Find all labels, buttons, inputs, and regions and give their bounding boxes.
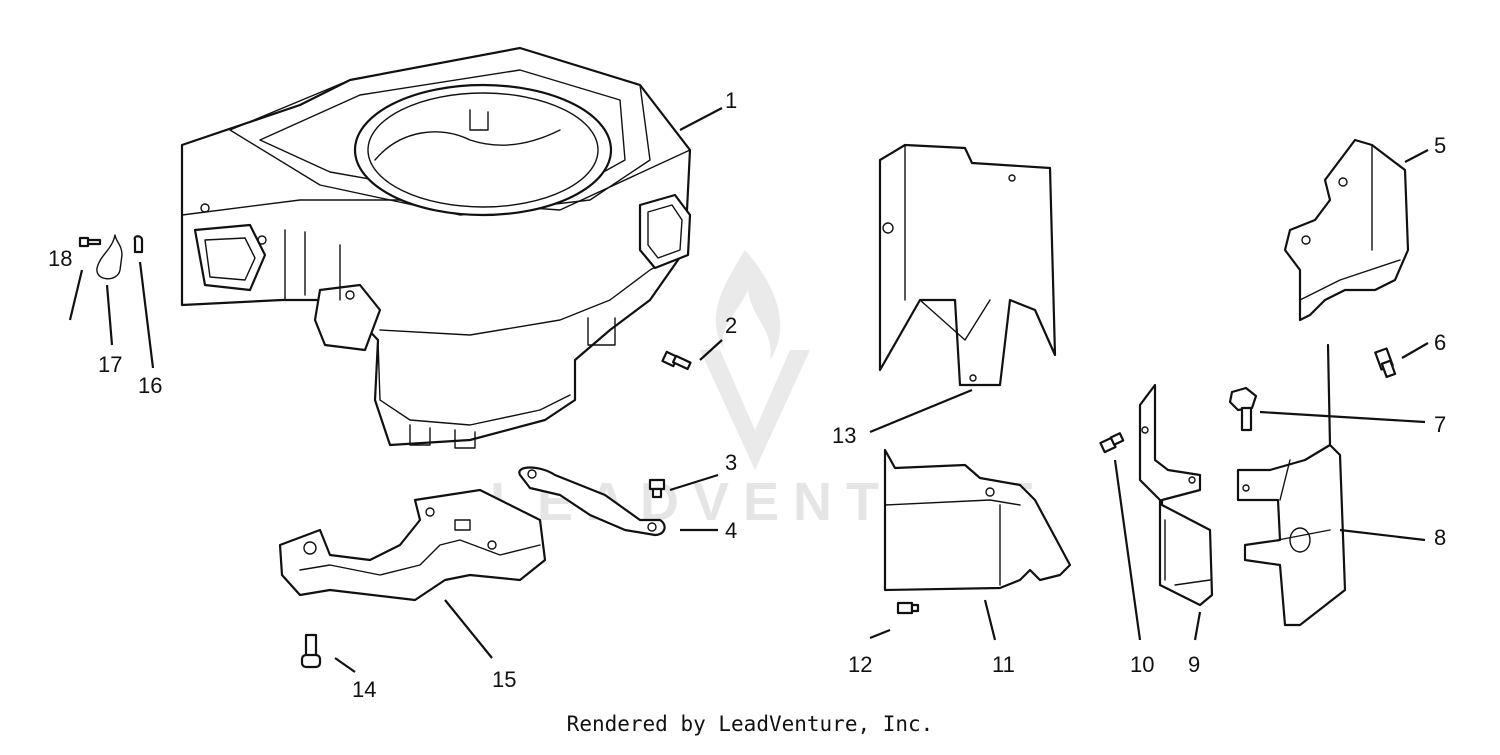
screw-part-2 — [661, 350, 692, 371]
callout-12: 12 — [848, 652, 872, 677]
callout-labels: 1 2 3 4 5 6 7 8 9 10 11 12 13 14 15 16 1… — [48, 88, 1446, 702]
bracket-part-9 — [1138, 383, 1214, 607]
callout-17: 17 — [98, 352, 122, 377]
callout-14: 14 — [352, 677, 376, 702]
shroud-part-11 — [883, 448, 1072, 592]
footer-credit: Rendered by LeadVenture, Inc. — [566, 712, 934, 736]
bracket-part-5 — [1283, 138, 1410, 322]
clip-parts-16-18 — [78, 234, 144, 280]
leader-lines — [68, 107, 1429, 673]
callout-10: 10 — [1130, 652, 1154, 677]
callout-8: 8 — [1434, 525, 1446, 550]
callout-2: 2 — [725, 313, 737, 338]
callout-13: 13 — [832, 423, 856, 448]
screw-part-10 — [1099, 432, 1125, 454]
callout-11: 11 — [992, 652, 1015, 677]
screw-part-3 — [648, 478, 666, 499]
bolt-part-7 — [1228, 386, 1258, 432]
callout-6: 6 — [1434, 330, 1446, 355]
callout-1: 1 — [725, 88, 737, 113]
callout-18: 18 — [48, 246, 72, 271]
callout-5: 5 — [1434, 133, 1446, 158]
bolt-part-14 — [300, 633, 322, 669]
screw-part-12 — [896, 601, 920, 615]
blower-housing — [180, 46, 692, 449]
watermark-logo — [700, 250, 810, 470]
callout-16: 16 — [138, 373, 162, 398]
callout-15: 15 — [492, 667, 516, 692]
callout-4: 4 — [725, 518, 737, 543]
side-plate-part-8 — [1236, 343, 1347, 627]
callout-7: 7 — [1434, 412, 1446, 437]
baffle-part-15 — [278, 488, 547, 602]
bolt-part-6 — [1374, 347, 1397, 379]
strap-part-4 — [518, 466, 666, 537]
callout-3: 3 — [725, 450, 737, 475]
shroud-part-13 — [878, 143, 1057, 387]
callout-9: 9 — [1188, 652, 1200, 677]
